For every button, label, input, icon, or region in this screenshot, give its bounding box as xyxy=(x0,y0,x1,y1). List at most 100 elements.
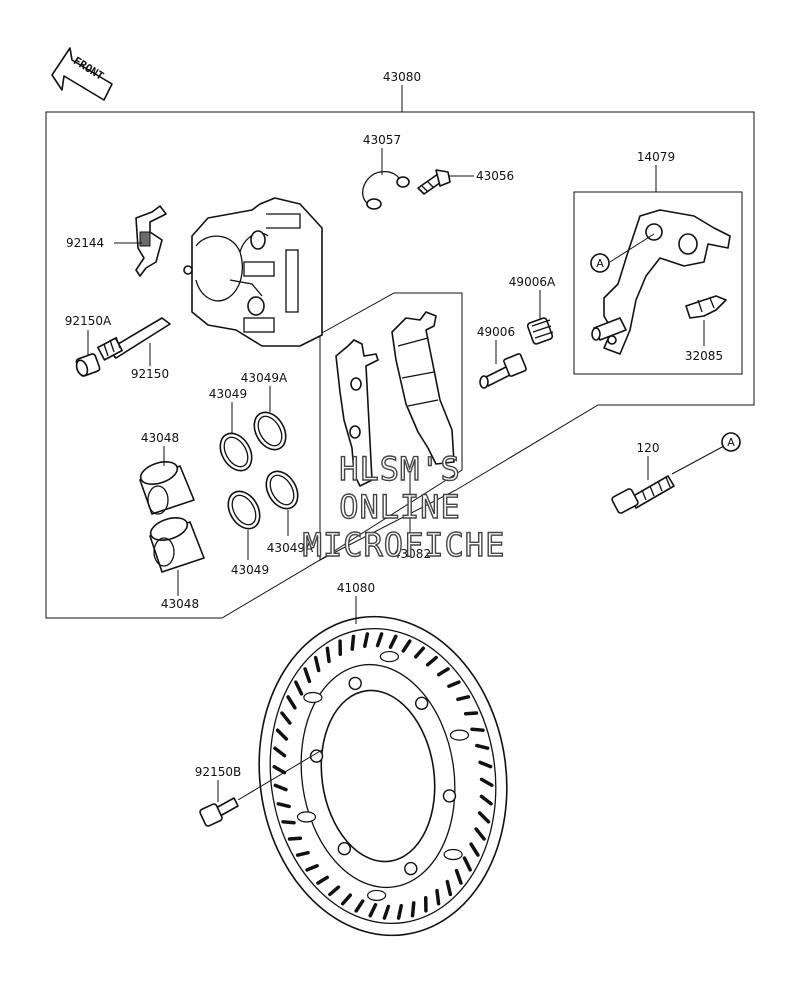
caliper-pin xyxy=(97,317,171,361)
part-label-43057: 43057 xyxy=(363,133,401,147)
disc-lightening-hole xyxy=(379,650,399,663)
disc-lightening-hole xyxy=(296,811,317,823)
disc-vent-slot xyxy=(469,842,480,857)
leader-lines xyxy=(87,148,725,802)
callout-a-label: A xyxy=(596,257,604,270)
caliper-bracket xyxy=(591,209,731,355)
disc-vent-slot xyxy=(478,760,493,769)
caliper-mount-bolt xyxy=(611,475,675,514)
disc-vent-slot xyxy=(328,885,341,897)
watermark-line-1: HLSM'S xyxy=(339,450,461,488)
disc-vent-slot xyxy=(479,794,493,806)
disc-vent-slot xyxy=(286,695,297,710)
disc-vent-slot xyxy=(325,646,331,664)
disc-vent-slot xyxy=(272,764,287,775)
part-label-92150A: 92150A xyxy=(65,314,112,328)
disc-vent-slot xyxy=(340,893,353,906)
disc-vent-slot xyxy=(273,746,287,758)
part-label-43048-top: 43048 xyxy=(141,431,179,445)
brake-pad-right xyxy=(391,311,455,465)
disc-bolt-hole xyxy=(414,696,429,711)
dust-seal-2 xyxy=(265,470,299,510)
disc-vent-slot xyxy=(354,899,365,913)
disc-vent-slot xyxy=(413,646,426,659)
disc-vent-slot xyxy=(368,903,378,918)
pad-set-outline xyxy=(319,292,463,561)
disc-vent-slot xyxy=(313,655,321,673)
part-label-43082: 43082 xyxy=(393,547,431,561)
disc-lightening-hole xyxy=(443,848,463,861)
part-label-43080: 43080 xyxy=(383,70,421,84)
disc-bolt-hole xyxy=(337,841,352,856)
bracket-outline xyxy=(573,191,743,375)
part-label-43049-top: 43049 xyxy=(209,387,247,401)
disc-lightening-hole xyxy=(303,691,323,704)
pin-plug xyxy=(75,353,101,377)
disc-vent-slot xyxy=(470,727,485,732)
caliper-body xyxy=(183,197,323,347)
watermark-line-2: ONLINE xyxy=(339,488,461,526)
disc-vent-slot xyxy=(316,875,330,885)
front-arrow-icon: FRONT xyxy=(51,47,113,101)
disc-lightening-hole xyxy=(449,729,470,741)
disc-vent-slot xyxy=(410,901,416,918)
disc-vent-slot xyxy=(388,634,398,649)
disc-vent-slot xyxy=(447,680,461,688)
disc-bolt-hole xyxy=(404,861,418,876)
piston-seal-1 xyxy=(219,432,253,472)
part-label-49006A: 49006A xyxy=(509,275,556,289)
disc-vent-slot xyxy=(454,868,463,885)
watermark-line-3: MICROFICHE xyxy=(303,526,506,564)
disc-vent-slot xyxy=(456,695,471,702)
disc-vent-slot xyxy=(303,667,312,684)
callout-a-bolt: A xyxy=(721,432,741,452)
disc-vent-slot xyxy=(363,632,370,649)
disc-vent-slot xyxy=(479,777,494,788)
slide-boot xyxy=(526,317,554,345)
piston-seal-2 xyxy=(227,490,261,530)
disc-vent-slot xyxy=(295,850,310,857)
callout-a-bracket: A xyxy=(590,253,610,273)
part-label-92144: 92144 xyxy=(66,236,104,250)
disc-bolt-hole xyxy=(348,676,362,691)
disc-vent-slot xyxy=(401,639,412,653)
part-label-43049A: 43049A xyxy=(241,371,288,385)
brake-pad-left xyxy=(335,339,379,487)
disc-vent-slot xyxy=(375,632,384,648)
disc-vent-slot xyxy=(287,836,303,841)
part-label-92150: 92150 xyxy=(131,367,169,381)
caliper-assembly-outline xyxy=(45,111,755,619)
disc-vent-slot xyxy=(445,879,453,897)
disc-vent-slot xyxy=(396,903,403,920)
piston-bottom xyxy=(149,517,205,573)
part-label-43049-bottom: 43049 xyxy=(231,563,269,577)
disc-bolt xyxy=(199,797,239,827)
part-label-120: 120 xyxy=(637,441,660,455)
pad-spring-clip xyxy=(135,205,167,277)
callout-a-label-2: A xyxy=(727,436,735,449)
disc-vent-slot xyxy=(280,711,292,725)
disc-vent-slot xyxy=(273,783,288,792)
slide-bolt xyxy=(479,353,527,389)
disc-vent-slot xyxy=(281,820,296,825)
part-label-49006: 49006 xyxy=(477,325,515,339)
part-label-32085: 32085 xyxy=(685,349,723,363)
disc-vent-slot xyxy=(462,856,472,872)
disc-vent-slot xyxy=(436,667,450,677)
piston-top xyxy=(139,461,195,515)
disc-vent-slot xyxy=(275,728,289,741)
part-label-92150B: 92150B xyxy=(195,765,241,779)
disc-vent-slot xyxy=(425,655,438,667)
disc-vent-slot xyxy=(435,888,441,906)
part-label-43056: 43056 xyxy=(476,169,514,183)
disc-vent-slot xyxy=(474,827,486,841)
disc-lightening-hole xyxy=(367,889,387,902)
bleeder-cap xyxy=(362,170,410,210)
part-label-14079: 14079 xyxy=(637,150,675,164)
part-label-41080: 41080 xyxy=(337,581,375,595)
disc-vent-slot xyxy=(463,711,479,716)
disc-vent-slot xyxy=(294,680,304,696)
part-label-43048-bottom: 43048 xyxy=(161,597,199,611)
part-label-43049A-bottom: 43049A xyxy=(267,541,314,555)
